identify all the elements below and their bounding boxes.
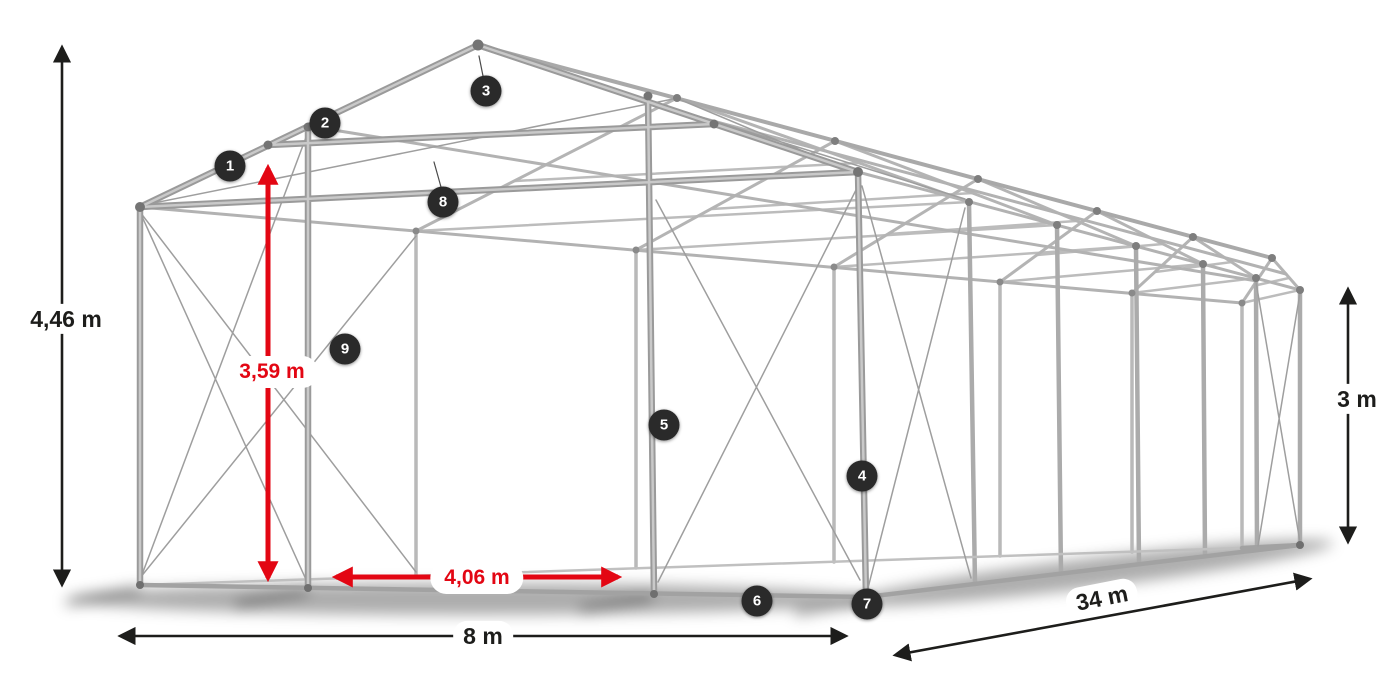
callout-6: 6 [741,585,773,617]
ground-shadow [65,539,1334,618]
near-wall-posts [966,199,1303,587]
frame-connectors [135,39,1304,601]
dim-total-height-label: 4,46 m [20,303,112,335]
dim-front-width-label: 8 m [453,620,513,652]
dim-side-height-label: 3 m [1327,383,1387,415]
tent-frame [135,39,1304,601]
dim-entrance-width-label: 4,06 m [430,561,524,595]
far-wall-posts [414,229,1244,578]
roof-purlins [138,107,1302,305]
ridge-beam [476,43,1274,260]
callout-7: 7 [851,588,883,620]
callout-9: 9 [329,333,361,365]
callout-4: 4 [846,460,878,492]
callout-leader-lines [433,55,484,188]
callout-5: 5 [648,409,680,441]
callout-3: 3 [470,75,502,107]
arrow-length [892,572,1313,662]
dim-inner-height-label: 3,59 m [225,355,319,389]
callout-8: 8 [427,186,459,218]
callout-2: 2 [309,107,341,139]
callout-1: 1 [214,150,246,182]
base-rail-far [138,546,1244,587]
